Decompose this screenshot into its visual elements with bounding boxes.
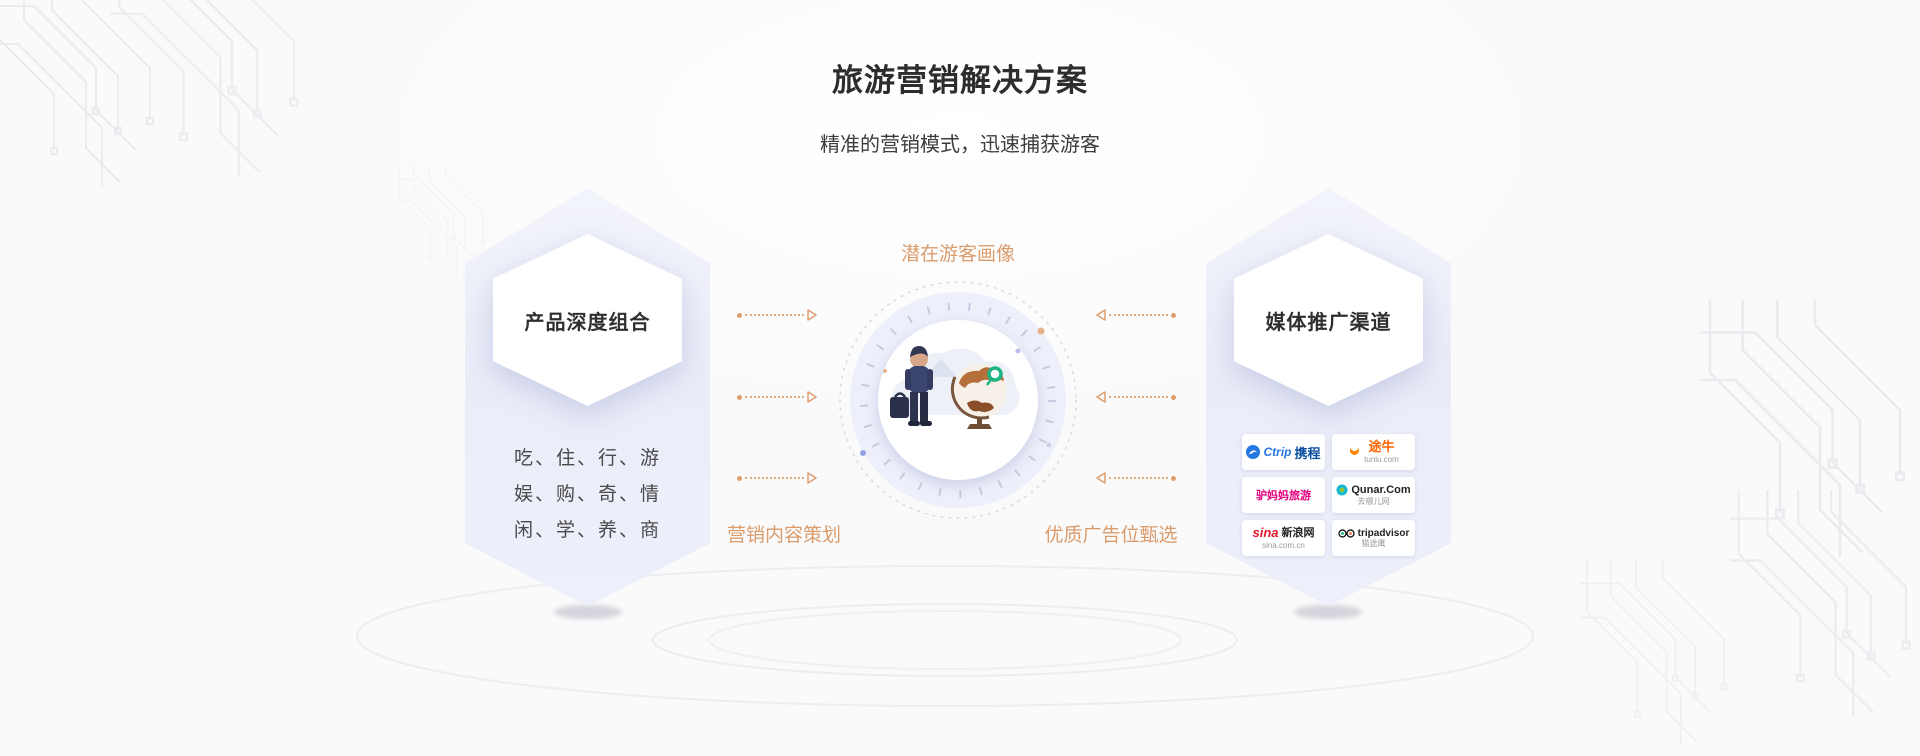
logo-ctrip: Ctrip 携程 xyxy=(1242,434,1325,470)
arrow-left-icon xyxy=(1096,391,1106,403)
tripadvisor-owl-icon xyxy=(1338,529,1355,538)
arrow-left-icon xyxy=(1096,472,1106,484)
sina-sub: sina.com.cn xyxy=(1262,540,1305,550)
connector-dotted-line xyxy=(1109,477,1168,479)
tourist-globe-illustration xyxy=(839,281,1077,519)
logo-sina: sina 新浪网 sina.com.cn xyxy=(1242,520,1325,556)
label-marketing-content-planning: 营销内容策划 xyxy=(726,525,841,546)
hexagon-shape: 媒体推广渠道 Ctrip 携程 途牛 tuniu xyxy=(1206,188,1451,606)
left-card-text: 吃、住、行、游 娱、购、奇、情 闲、学、养、商 xyxy=(465,441,710,549)
connector-dotted-line xyxy=(1109,396,1168,398)
ctrip-label-cn: 携程 xyxy=(1294,445,1321,461)
connector-dotted-line xyxy=(745,396,804,398)
connector-dot xyxy=(1171,475,1176,481)
logo-tripadvisor: tripadvisor 猫途鹰 xyxy=(1332,520,1415,556)
product-combination-card: 产品深度组合 吃、住、行、游 娱、购、奇、情 闲、学、养、商 xyxy=(465,188,710,606)
tuniu-bull-icon xyxy=(1350,447,1360,455)
arrow-right-icon xyxy=(807,472,817,484)
connector-dot xyxy=(737,394,742,400)
left-card-line: 吃、住、行、游 xyxy=(513,448,661,469)
tuniu-sub: tuniu.com xyxy=(1364,454,1399,464)
connector-left-1 xyxy=(737,309,817,321)
right-card-title: 媒体推广渠道 xyxy=(1265,311,1392,334)
media-logo-grid: Ctrip 携程 途牛 tuniu.com 驴妈妈旅游 xyxy=(1242,434,1415,556)
ctrip-dolphin-icon xyxy=(1246,445,1261,459)
qunar-camera-icon xyxy=(1336,484,1348,496)
connector-left-2 xyxy=(737,391,817,403)
lvmama-label: 驴妈妈旅游 xyxy=(1256,490,1311,502)
hexagon-shape: 产品深度组合 吃、住、行、游 娱、购、奇、情 闲、学、养、商 xyxy=(465,188,710,606)
page-title: 旅游营销解决方案 xyxy=(832,63,1088,98)
sina-label: sina xyxy=(1252,524,1279,540)
connector-right-2 xyxy=(1096,391,1176,403)
media-channels-card: 媒体推广渠道 Ctrip 携程 途牛 tuniu xyxy=(1206,188,1451,606)
connector-dotted-line xyxy=(1109,314,1168,316)
arrow-left-icon xyxy=(1096,309,1106,321)
tripadvisor-label: tripadvisor xyxy=(1357,527,1410,539)
connector-dot xyxy=(737,312,742,318)
label-potential-tourist-profile: 潜在游客画像 xyxy=(900,244,1015,265)
logo-tuniu: 途牛 tuniu.com xyxy=(1332,434,1415,470)
label-premium-ad-selection: 优质广告位甄选 xyxy=(1044,525,1178,546)
qunar-label: Qunar.Com xyxy=(1351,484,1411,497)
hexagon-badge: 产品深度组合 xyxy=(493,234,682,406)
left-card-line: 娱、购、奇、情 xyxy=(513,484,661,505)
tripadvisor-sub: 猫途鹰 xyxy=(1361,539,1386,549)
left-card-title: 产品深度组合 xyxy=(524,311,651,334)
connector-dot xyxy=(1171,312,1176,318)
hexagon-badge: 媒体推广渠道 xyxy=(1234,234,1423,406)
connector-dot xyxy=(737,475,742,481)
qunar-sub: 去哪儿网 xyxy=(1357,496,1390,506)
connector-dotted-line xyxy=(745,477,804,479)
connector-dotted-line xyxy=(745,314,804,316)
left-card-line: 闲、学、养、商 xyxy=(513,520,661,541)
connector-left-3 xyxy=(737,472,817,484)
arrow-right-icon xyxy=(807,391,817,403)
connector-right-1 xyxy=(1096,309,1176,321)
connector-dot xyxy=(1171,394,1176,400)
sina-label-cn: 新浪网 xyxy=(1281,527,1315,540)
connector-right-3 xyxy=(1096,472,1176,484)
arrow-right-icon xyxy=(807,309,817,321)
ctrip-label: Ctrip xyxy=(1263,445,1292,459)
logo-lvmama: 驴妈妈旅游 xyxy=(1242,477,1325,513)
logo-qunar: Qunar.Com 去哪儿网 xyxy=(1332,477,1415,513)
tuniu-label: 途牛 xyxy=(1368,438,1395,454)
page-subtitle: 精准的营销模式，迅速捕获游客 xyxy=(820,134,1100,156)
